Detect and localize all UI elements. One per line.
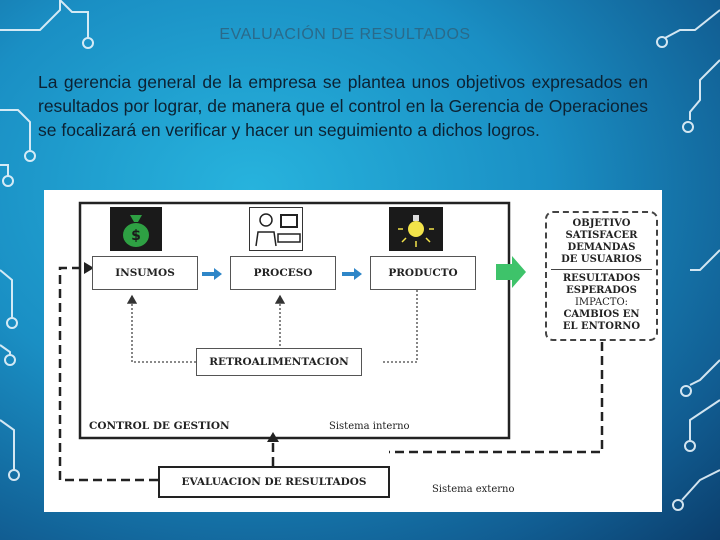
objetivo-title: OBJETIVO (572, 218, 631, 229)
producto-box: PRODUCTO (370, 256, 476, 290)
arrow-insumos-proceso (202, 268, 222, 280)
impacto-line-1: IMPACTO: (574, 297, 629, 308)
impacto-line-3: EL ENTORNO (562, 321, 641, 332)
objetivo-box: OBJETIVO SATISFACER DEMANDAS DE USUARIOS… (545, 211, 658, 341)
diagram-connectors (58, 201, 604, 482)
control-gestion-label: CONTROL DE GESTION (89, 420, 230, 432)
sistema-interno-label: Sistema interno (329, 421, 410, 432)
arrow-green-output (496, 256, 526, 288)
objetivo-line-1: SATISFACER (565, 230, 638, 241)
slide-title: EVALUACIÓN DE RESULTADOS (219, 26, 471, 43)
resultados-line-2: ESPERADOS (566, 285, 637, 296)
intro-paragraph: La gerencia general de la empresa se pla… (38, 72, 648, 140)
objetivo-line-2: DEMANDAS (567, 242, 636, 253)
external-loop-arrowhead (84, 262, 94, 274)
diagram-panel: $ INSUMOS PROCESO PRODUCTO RETROALIMENTA (44, 190, 662, 512)
resultados-line-1: RESULTADOS (562, 273, 641, 284)
proceso-box: PROCESO (230, 256, 336, 290)
arrow-proceso-producto (342, 268, 362, 280)
internal-system-border (78, 201, 511, 440)
evaluation-arrowhead (267, 432, 279, 442)
insumos-box: INSUMOS (92, 256, 198, 290)
light-bulb-icon (389, 207, 443, 251)
money-bag-icon: $ (110, 207, 162, 251)
sistema-externo-label: Sistema externo (432, 484, 515, 495)
objetivo-line-3: DE USUARIOS (561, 254, 642, 265)
retroalimentacion-box: RETROALIMENTACION (196, 348, 362, 376)
impacto-line-2: CAMBIOS EN (563, 309, 640, 320)
evaluacion-resultados-box: EVALUACION DE RESULTADOS (158, 466, 390, 498)
objetivo-divider (551, 269, 652, 270)
money-symbol: $ (131, 228, 141, 244)
worker-computer-icon (249, 207, 303, 251)
